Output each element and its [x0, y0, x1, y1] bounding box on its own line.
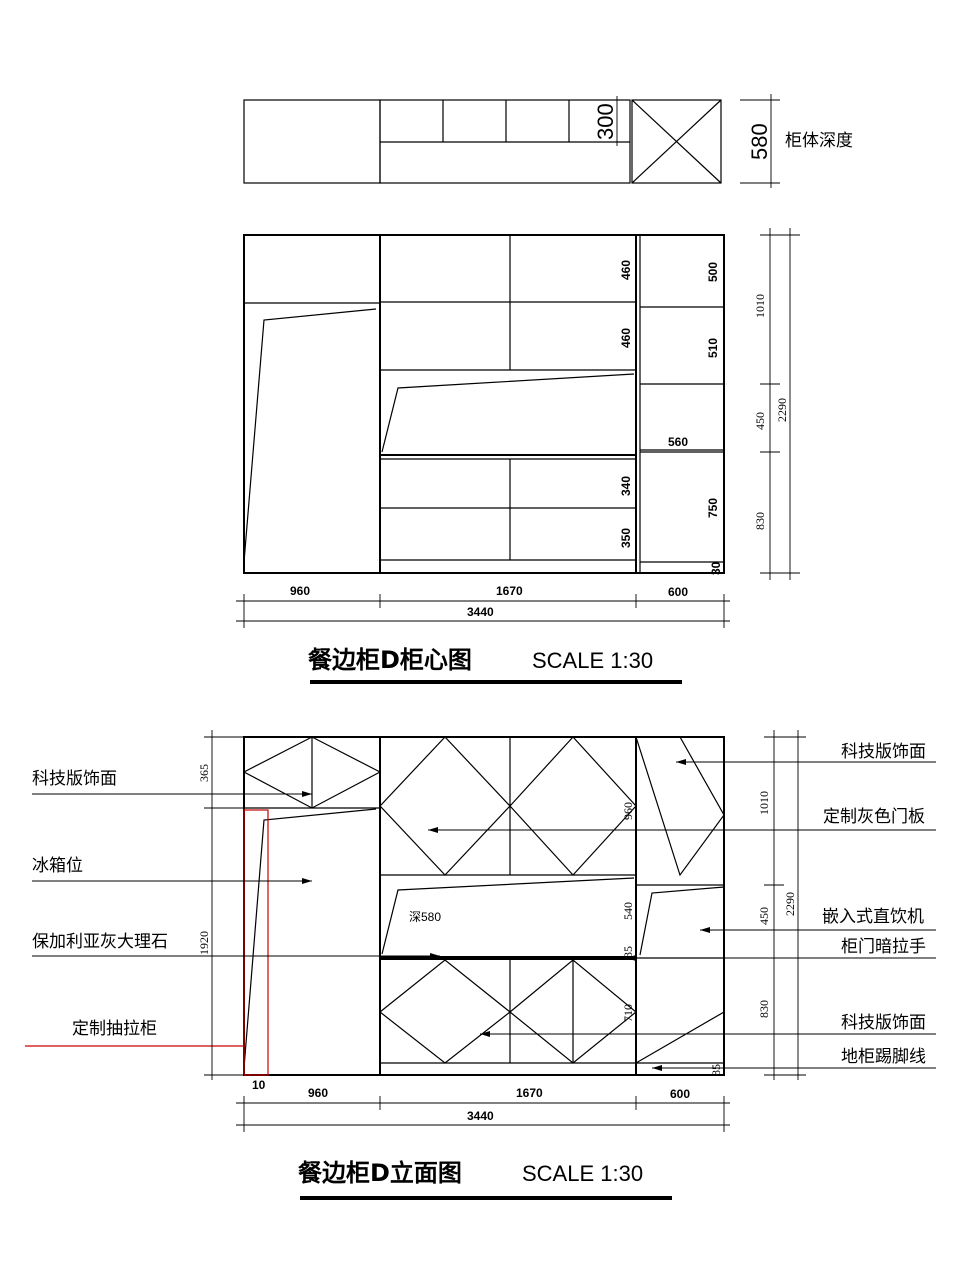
core-dim-w960: 960 [290, 584, 310, 598]
elev-dim-1010: 1010 [757, 791, 771, 815]
label-grey-door: 定制灰色门板 [823, 807, 925, 827]
elev-dim-w3440: 3440 [467, 1109, 494, 1123]
elev-dim-2290: 2290 [783, 892, 797, 916]
plan-dim-580: 580 [747, 123, 772, 160]
plan-dim-300: 300 [593, 103, 618, 140]
elevation-view: 960 540 35 710 85 深580 365 1920 10 1010 … [25, 730, 936, 1200]
elev-dim-830: 830 [757, 1000, 771, 1018]
core-title: 餐边柜D柜心图 [308, 646, 472, 674]
core-dim-2290: 2290 [775, 398, 789, 422]
elev-dim-85: 85 [709, 1064, 723, 1076]
elev-dim-35: 35 [621, 946, 635, 958]
core-dim-830: 830 [753, 512, 767, 530]
core-dim-w3440: 3440 [467, 605, 494, 619]
core-dim-30: 30 [709, 561, 723, 575]
label-fridge: 冰箱位 [32, 856, 83, 876]
label-marble: 保加利亚灰大理石 [32, 932, 168, 952]
label-pull-cabinet: 定制抽拉柜 [72, 1019, 157, 1039]
elev-dim-365: 365 [197, 764, 211, 782]
elev-dim-960v: 960 [621, 802, 635, 820]
elev-dim-710: 710 [621, 1004, 635, 1022]
elev-dim-1920: 1920 [197, 931, 211, 955]
core-dim-560: 560 [668, 435, 688, 449]
label-water-dispenser: 嵌入式直饮机 [822, 907, 924, 927]
label-skirting: 地柜踢脚线 [841, 1047, 926, 1067]
core-dim-460a: 460 [619, 260, 633, 280]
elev-dim-450: 450 [757, 907, 771, 925]
core-dim-1010: 1010 [753, 294, 767, 318]
core-dim-450: 450 [753, 412, 767, 430]
elev-dim-w600: 600 [670, 1087, 690, 1101]
core-dim-510: 510 [706, 338, 720, 358]
elev-dim-10: 10 [252, 1078, 266, 1092]
elev-dim-w960: 960 [308, 1086, 328, 1100]
depth-label: 柜体深度 [785, 131, 853, 151]
label-tech-panel-bottom: 科技版饰面 [841, 1013, 926, 1033]
label-tech-panel-top: 科技版饰面 [841, 742, 926, 762]
core-scale: SCALE 1:30 [532, 648, 653, 673]
elevation-title: 餐边柜D立面图 [298, 1159, 462, 1187]
depth-note: 深580 [409, 910, 441, 924]
core-dim-750: 750 [706, 498, 720, 518]
label-tech-panel-left: 科技版饰面 [32, 769, 117, 789]
core-dim-460b: 460 [619, 328, 633, 348]
core-dim-500: 500 [706, 262, 720, 282]
core-dim-w1670: 1670 [496, 584, 523, 598]
elevation-scale: SCALE 1:30 [522, 1161, 643, 1186]
core-dim-w600: 600 [668, 585, 688, 599]
pull-cabinet-highlight [243, 809, 269, 1076]
elev-dim-w1670: 1670 [516, 1086, 543, 1100]
core-view: 460 460 340 350 500 510 560 750 30 1010 … [236, 228, 800, 684]
elev-dim-540: 540 [621, 902, 635, 920]
core-dim-350: 350 [619, 528, 633, 548]
core-dim-340: 340 [619, 476, 633, 496]
label-hidden-handle: 柜门暗拉手 [841, 937, 926, 957]
plan-view: 300 580 柜体深度 [243, 94, 853, 188]
